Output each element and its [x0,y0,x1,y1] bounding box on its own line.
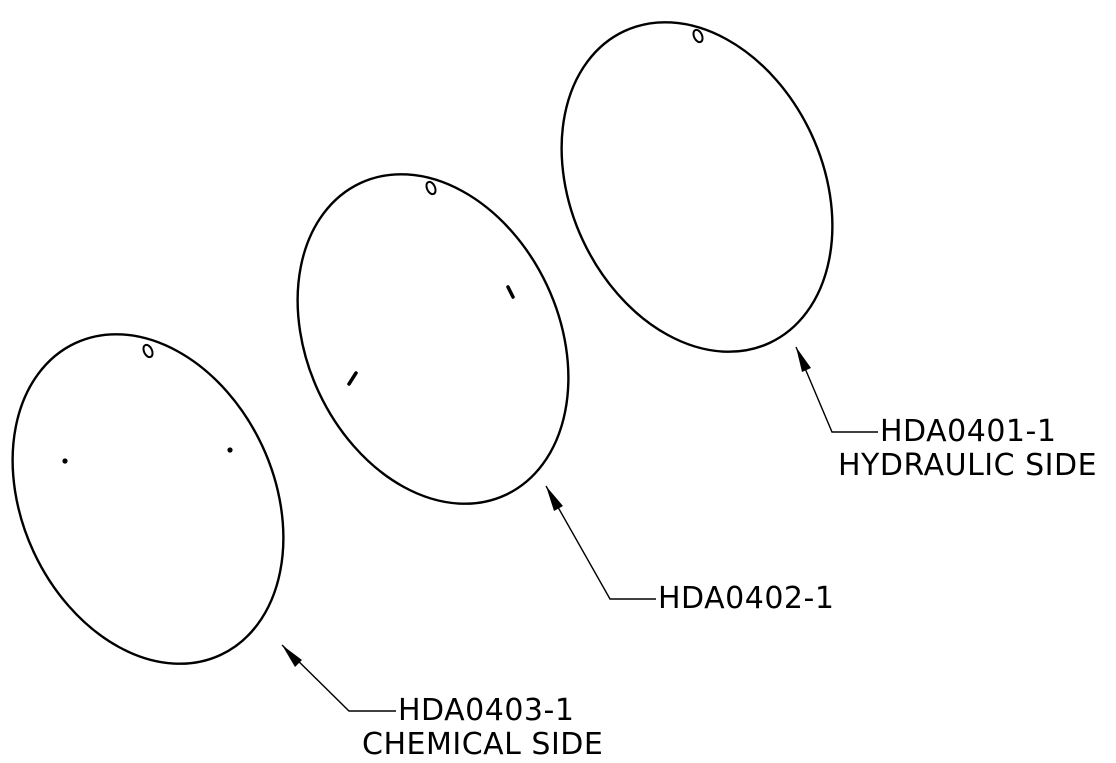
mounting-hole [692,28,704,44]
pin-hole [227,447,233,453]
leader-hda0402 [545,485,656,600]
mounting-hole [142,343,154,359]
disc-outline [296,173,570,505]
disc-outline [11,333,285,665]
arrowhead [546,486,563,511]
arrowhead [282,645,302,667]
leader-hda0403 [281,644,396,712]
leader-hda0401 [795,346,878,433]
disc-hda0403 [11,333,285,665]
disc-hda0402 [296,173,570,505]
part-number-hda0403: HDA0403-1 [398,693,575,728]
arrowhead [796,347,811,372]
disc-outline [560,21,834,353]
pin-hole [62,458,68,464]
part-number-hda0402: HDA0402-1 [658,581,835,616]
mounting-hole [425,180,437,196]
part-number-hda0401: HDA0401-1 [880,414,1057,449]
slot-mark [506,285,515,299]
disc-hda0401 [560,21,834,353]
slot-mark [347,371,358,386]
part-note-chemical: CHEMICAL SIDE [362,727,604,762]
part-note-hydraulic: HYDRAULIC SIDE [838,448,1098,483]
